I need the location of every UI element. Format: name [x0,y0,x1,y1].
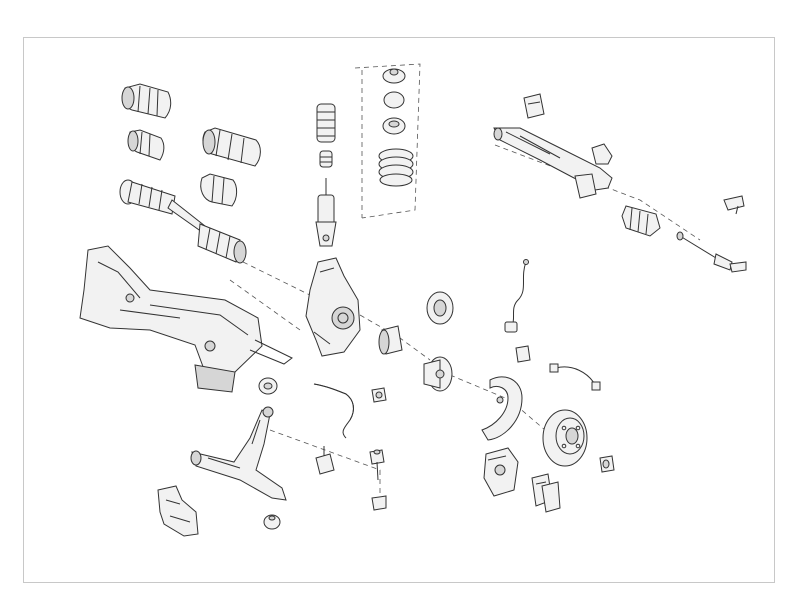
strut-bump-stop [319,150,333,168]
abs-connector [515,345,531,363]
abs-ring [426,291,454,325]
brake-hose [549,363,601,391]
cv-joint-boot-inner [200,173,238,207]
shock-absorber [315,178,337,247]
coil-spring [378,148,414,187]
control-arm [190,406,287,501]
assembly-guide-lines [229,63,701,500]
strut-bearing [382,91,406,135]
tie-rod-end [723,195,747,273]
stabilizer-bushing [371,387,387,403]
steering-knuckle [305,257,361,357]
wheel-bearing [378,325,403,355]
rack-boot [621,205,661,237]
brake-disc [542,409,588,467]
control-arm-bushing [258,377,281,530]
diagram-frame [23,37,775,583]
steering-rack [493,127,613,199]
strut-dust-cover [316,103,336,143]
stabilizer-bar [313,383,354,439]
brake-pads [531,473,561,513]
brake-dust-shield [481,376,523,441]
stabilizer-link [369,449,385,481]
subframe [79,245,293,393]
brake-caliper [483,447,519,497]
cv-boot-large [121,83,172,119]
tie-rod [676,231,733,271]
drive-shaft [119,179,247,264]
rack-mount-bushing [523,93,545,119]
hub-nut [599,455,615,473]
wheel-hub [423,356,453,392]
cv-boot-small [127,129,165,161]
ball-joint [315,446,387,511]
abs-sensor [504,259,529,333]
engine-mount-bracket [157,485,199,537]
cv-joint-boot-outer [202,127,261,167]
strut-top-mount [382,68,406,84]
